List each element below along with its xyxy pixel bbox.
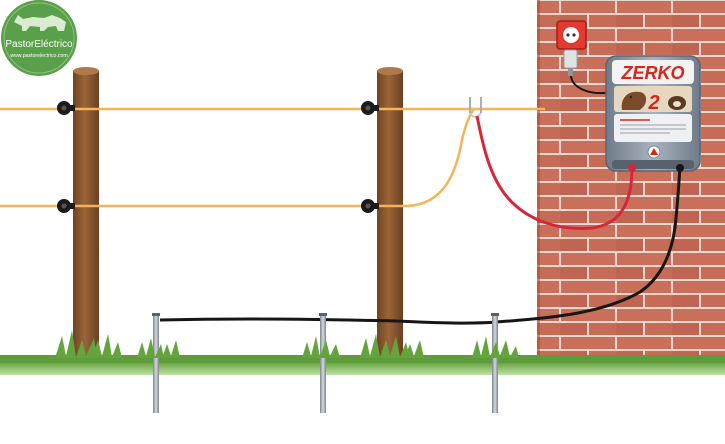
insulator-icon [57,199,75,213]
ground-rod [491,313,499,413]
fence-terminal-red [628,164,636,172]
energizer-brand: ZERKO [621,63,685,83]
pastorelectrico-logo: PastorEléctrico www.pastorelectrico.com [1,0,77,76]
logo-url: www.pastorelectrico.com [10,53,67,59]
cattle-icon [668,96,686,110]
energizer-unit: ZERKO 2 [605,55,701,172]
earth-cable-black [159,165,682,325]
logo-name-part1: Pastor [5,39,35,50]
insulator-icon [361,199,379,213]
warning-icon [647,145,661,159]
insulator-icon [361,101,379,115]
tape-connector-icon [469,97,482,118]
ground-rod [319,313,327,413]
earth-terminal-black [676,164,684,172]
horse-icon [621,91,647,110]
svg-text:PastorEléctrico: PastorEléctrico [5,39,73,50]
fence-cable-red [475,115,634,231]
insulator-icon [57,101,75,115]
logo-name-part2: Eléctrico [34,39,73,50]
ground-rod [152,313,160,413]
energizer-model: 2 [647,92,659,114]
fence-post-right [377,67,403,358]
cow-herd-icon [14,15,66,31]
grass-tufts [55,330,519,358]
ground [0,355,725,375]
fence-post-left [73,67,99,358]
power-plug-icon [563,49,578,76]
wall-socket-icon [556,20,587,50]
